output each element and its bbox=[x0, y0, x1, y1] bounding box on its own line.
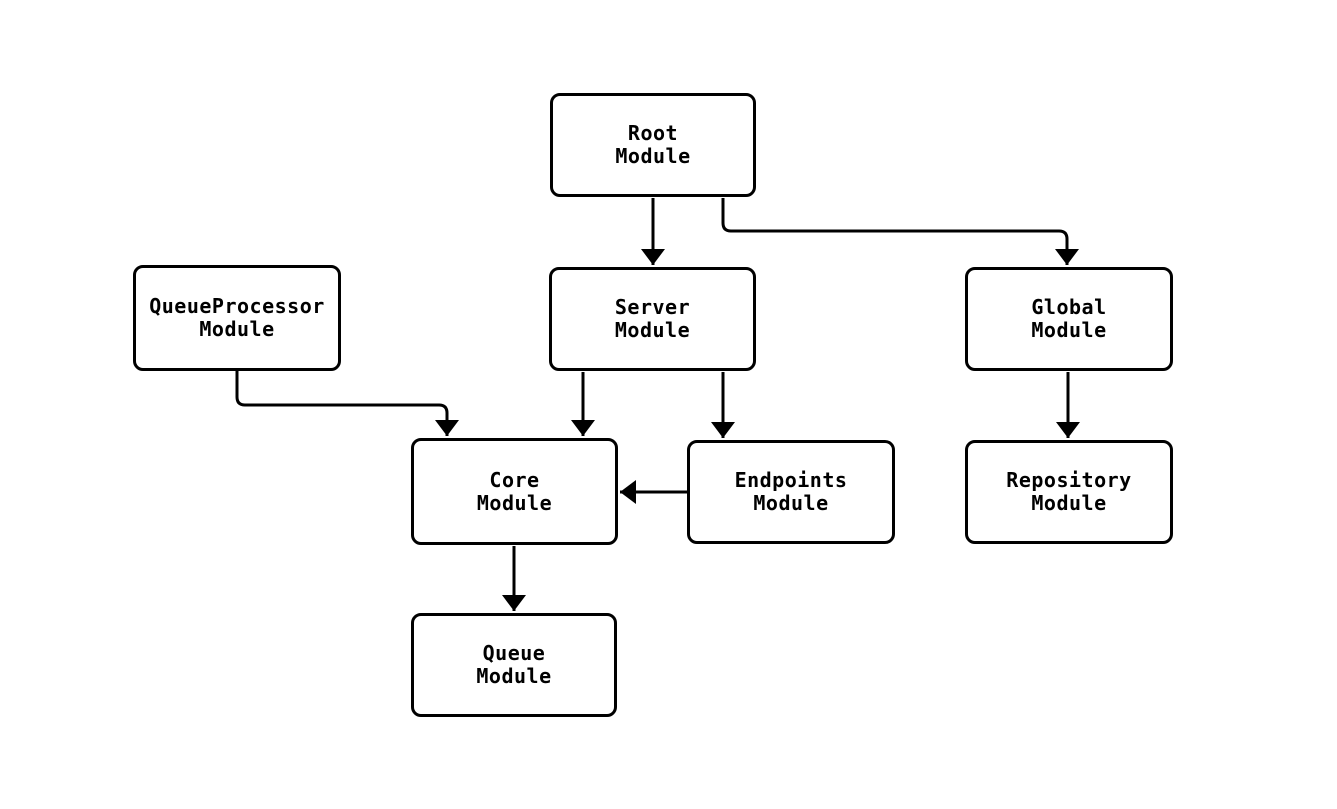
module-node-label-server: Server Module bbox=[614, 295, 691, 342]
module-node-repository: Repository Module bbox=[965, 440, 1173, 544]
module-node-global: Global Module bbox=[965, 267, 1173, 371]
module-node-queue-processor: QueueProcessor Module bbox=[133, 265, 341, 371]
module-node-label-repository: Repository Module bbox=[1006, 468, 1132, 515]
module-node-endpoints: Endpoints Module bbox=[687, 440, 895, 544]
module-node-queue: Queue Module bbox=[411, 613, 617, 717]
edge-queue-processor-to-core bbox=[235, 371, 459, 436]
edge-root-to-global bbox=[721, 198, 1079, 265]
module-node-label-queue-processor: QueueProcessor Module bbox=[149, 294, 325, 341]
module-node-label-queue: Queue Module bbox=[476, 641, 552, 688]
module-node-root: Root Module bbox=[550, 93, 756, 197]
module-node-label-root: Root Module bbox=[615, 121, 691, 168]
module-node-label-global: Global Module bbox=[1031, 295, 1107, 342]
module-node-label-core: Core Module bbox=[476, 467, 553, 515]
module-node-core: Core Module bbox=[411, 438, 618, 545]
module-node-label-endpoints: Endpoints Module bbox=[734, 468, 848, 515]
module-node-server: Server Module bbox=[549, 267, 756, 371]
